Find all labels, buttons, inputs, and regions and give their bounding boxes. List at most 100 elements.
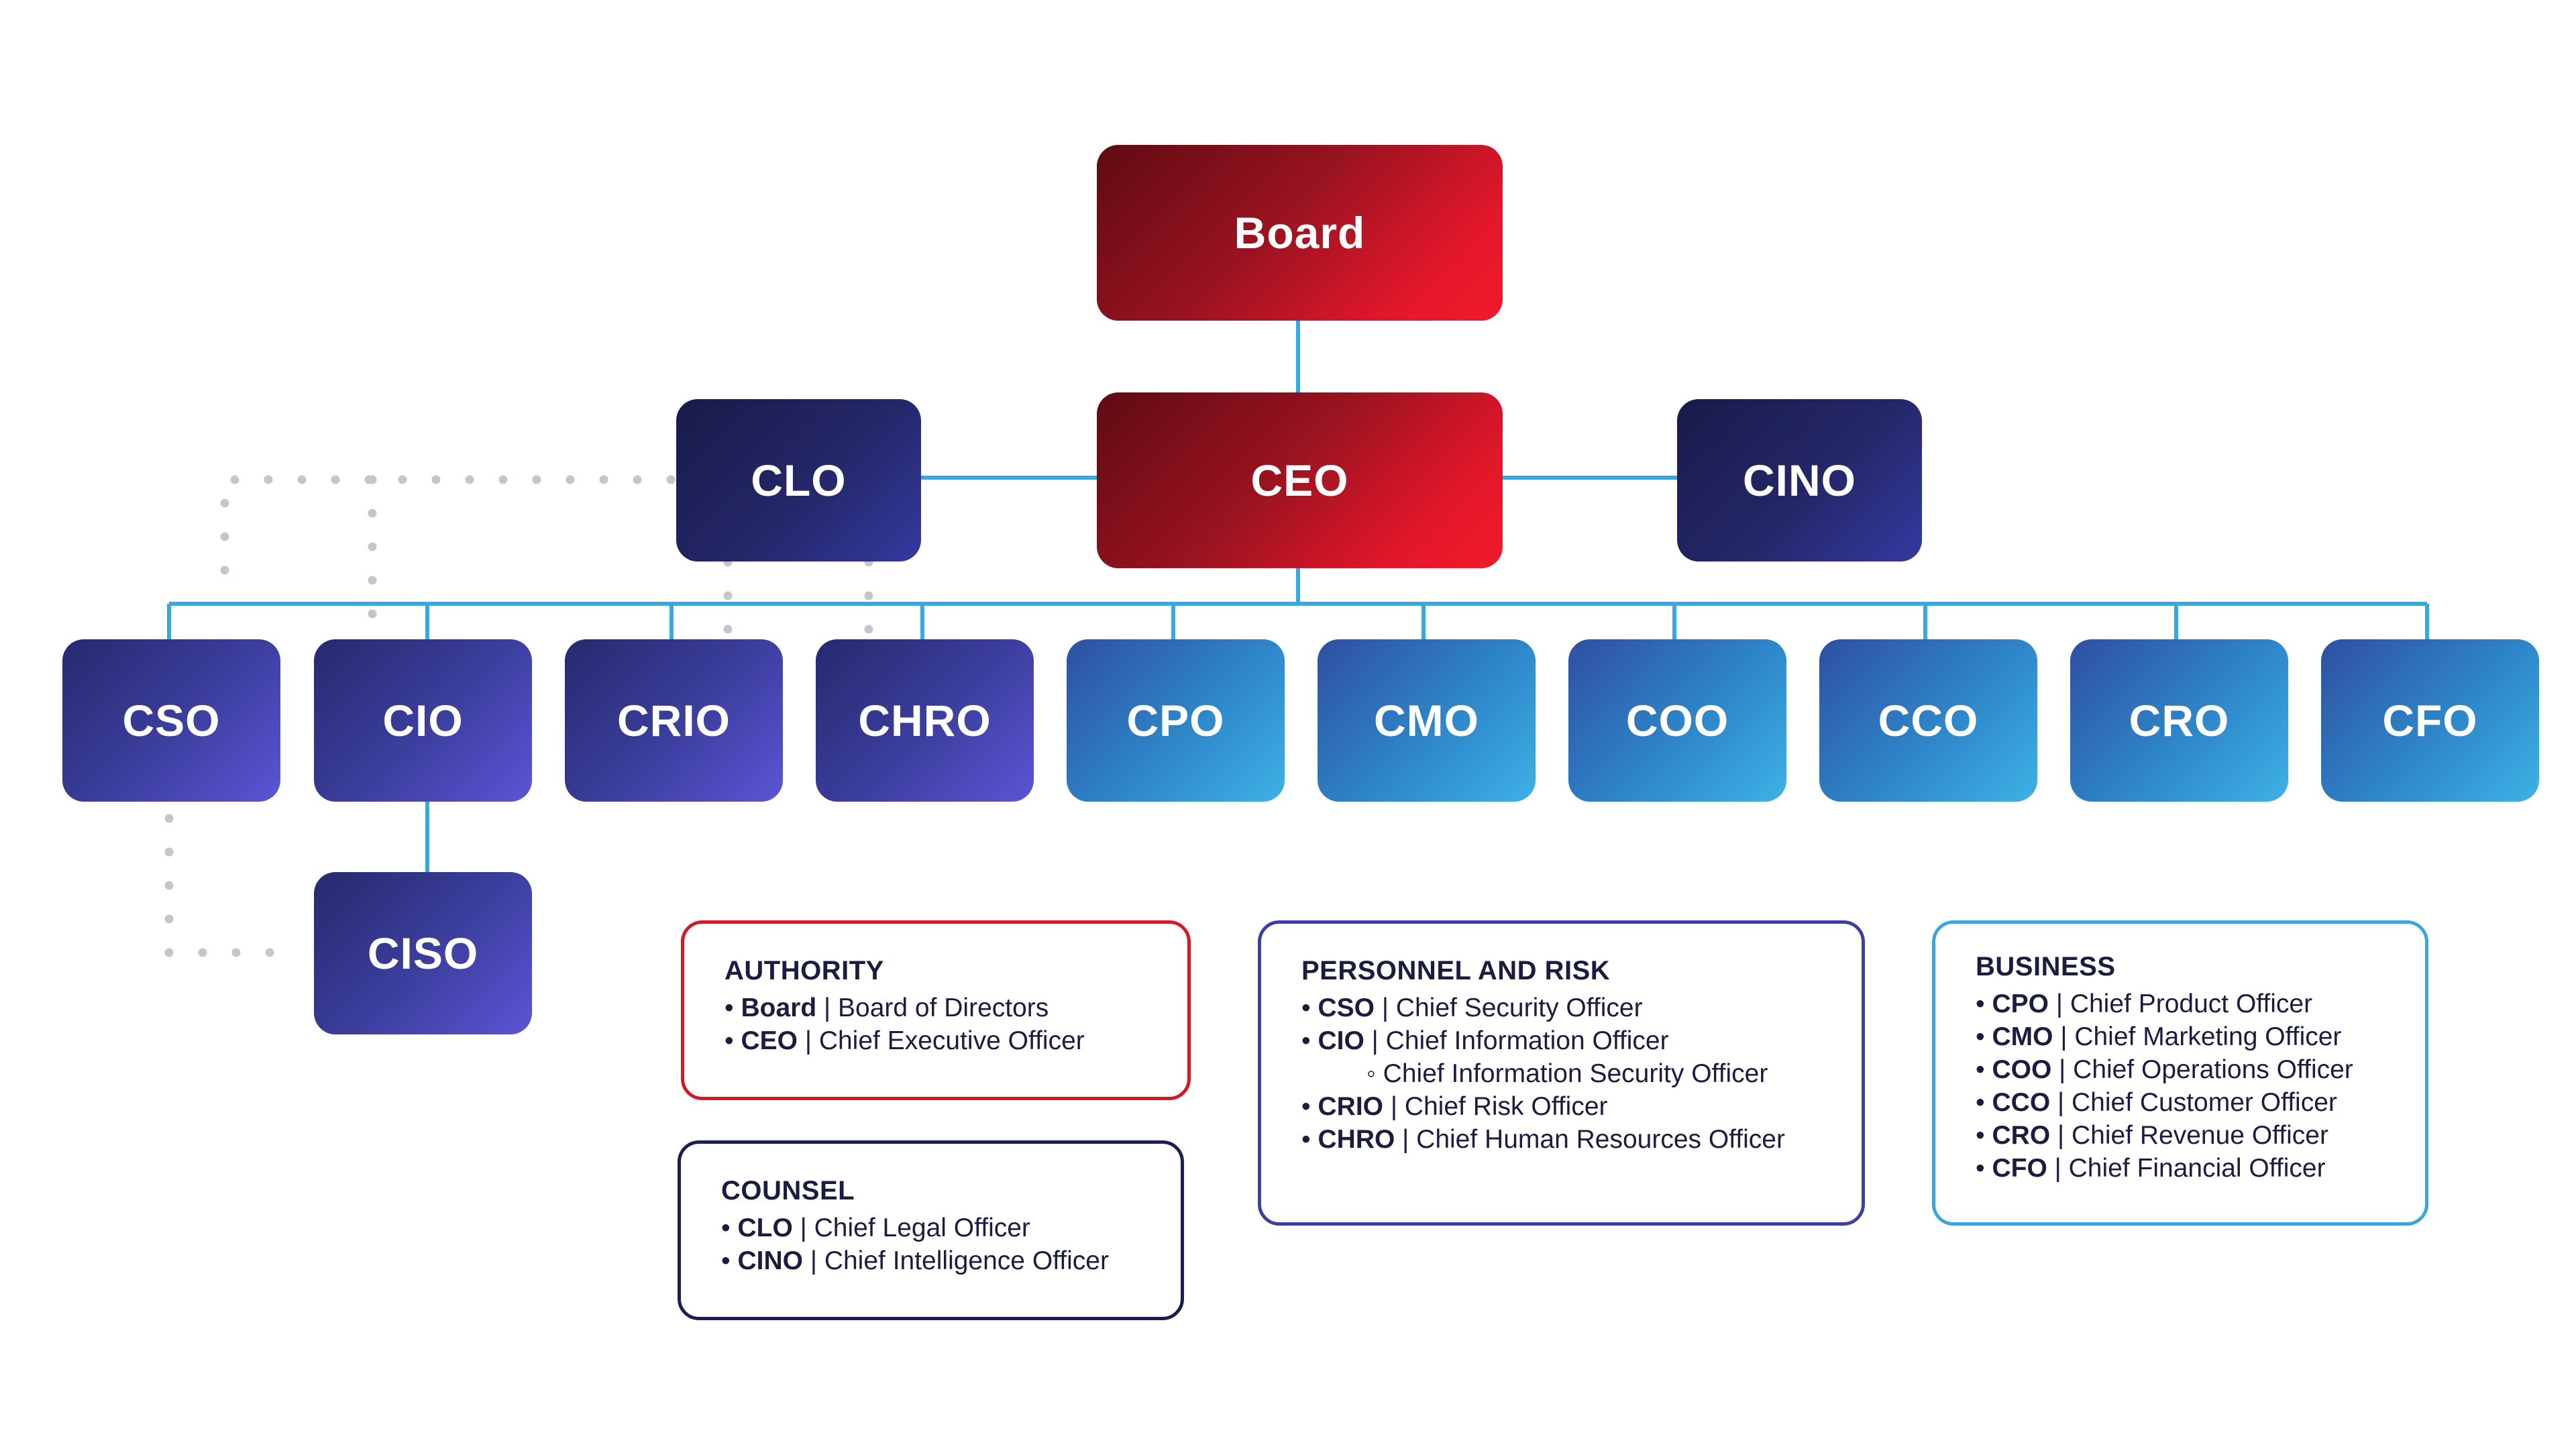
legend-item-name: Chief Human Resources Officer xyxy=(1416,1125,1785,1154)
legend-authority-title: AUTHORITY xyxy=(724,956,884,985)
legend-item-separator: | xyxy=(2047,1154,2069,1183)
bullet-icon: • xyxy=(724,994,741,1022)
legend-item: • CEO | Chief Executive Officer xyxy=(724,1024,1147,1057)
crio-node: CRIO xyxy=(565,639,783,802)
bullet-icon: • xyxy=(1976,989,1992,1018)
legend-item: • CMO | Chief Marketing Officer xyxy=(1976,1020,2385,1053)
legend-item-name: Chief Operations Officer xyxy=(2073,1055,2353,1084)
sub-bullet-icon: ◦ xyxy=(1366,1059,1383,1088)
legend-personnel: PERSONNEL AND RISK • CSO | Chief Securit… xyxy=(1258,920,1865,1226)
legend-item: • CHRO | Chief Human Resources Officer xyxy=(1301,1123,1821,1156)
chro-node: CHRO xyxy=(816,639,1034,802)
legend-item-separator: | xyxy=(1383,1092,1405,1121)
bullet-icon: • xyxy=(1976,1154,1992,1183)
legend-item-abbr: CEO xyxy=(741,1026,798,1055)
legend-item: • COO | Chief Operations Officer xyxy=(1976,1053,2385,1086)
bullet-icon: • xyxy=(1976,1055,1992,1084)
legend-item-name: Chief Information Officer xyxy=(1385,1026,1669,1055)
legend-item-abbr: COO xyxy=(1992,1055,2052,1084)
dotted-cso-ciso xyxy=(164,814,307,957)
legend-business: BUSINESS • CPO | Chief Product Officer• … xyxy=(1932,920,2428,1226)
legend-item-abbr: CRO xyxy=(1992,1121,2051,1150)
cio-node: CIO xyxy=(314,639,532,802)
legend-item: • CSO | Chief Security Officer xyxy=(1301,991,1821,1024)
legend-item-name: Chief Financial Officer xyxy=(2068,1154,2326,1183)
legend-item-name: Chief Customer Officer xyxy=(2071,1088,2337,1117)
legend-counsel-list: • CLO | Chief Legal Officer• CINO | Chie… xyxy=(721,1212,1140,1277)
legend-item-name: Chief Intelligence Officer xyxy=(824,1246,1109,1275)
legend-item-separator: | xyxy=(803,1246,824,1275)
legend-personnel-title: PERSONNEL AND RISK xyxy=(1301,956,1611,985)
legend-item-abbr: CLO xyxy=(737,1214,793,1242)
legend-item-name: Chief Revenue Officer xyxy=(2071,1121,2328,1150)
legend-item-abbr: CINO xyxy=(737,1246,804,1275)
legend-item-separator: | xyxy=(1395,1125,1417,1154)
cco-node: CCO xyxy=(1819,639,2037,802)
cmo-node: CMO xyxy=(1318,639,1536,802)
legend-item-abbr: CPO xyxy=(1992,989,2049,1018)
legend-item-abbr: CIO xyxy=(1318,1026,1364,1055)
legend-item: • CCO | Chief Customer Officer xyxy=(1976,1086,2385,1119)
legend-item-abbr: CHRO xyxy=(1318,1125,1395,1154)
legend-item-separator: | xyxy=(1364,1026,1386,1055)
cro-node: CRO xyxy=(2070,639,2288,802)
cpo-node: CPO xyxy=(1067,639,1285,802)
board-node: Board xyxy=(1097,145,1503,321)
legend-business-title: BUSINESS xyxy=(1976,952,2116,981)
legend-authority-list: • Board | Board of Directors• CEO | Chie… xyxy=(724,991,1147,1057)
legend-item-separator: | xyxy=(798,1026,819,1055)
legend-item: • Board | Board of Directors xyxy=(724,991,1147,1024)
legend-item: • CINO | Chief Intelligence Officer xyxy=(721,1244,1140,1277)
legend-item-abbr: CSO xyxy=(1318,994,1375,1022)
clo-node: CLO xyxy=(676,399,921,561)
legend-item-separator: | xyxy=(792,1214,814,1242)
bullet-icon: • xyxy=(1301,1092,1318,1121)
legend-counsel: COUNSEL • CLO | Chief Legal Officer• CIN… xyxy=(678,1140,1184,1320)
legend-item-name: Chief Risk Officer xyxy=(1404,1092,1608,1121)
legend-item-abbr: CMO xyxy=(1992,1022,2053,1051)
legend-item-separator: | xyxy=(2051,1055,2074,1084)
bullet-icon: • xyxy=(1976,1088,1992,1117)
legend-item-abbr: Board xyxy=(741,994,817,1022)
legend-item-separator: | xyxy=(2053,1022,2075,1051)
legend-item-separator: | xyxy=(2050,1121,2072,1150)
legend-item-separator: | xyxy=(2049,989,2070,1018)
legend-item-separator: | xyxy=(1375,994,1396,1022)
cino-node: CINO xyxy=(1677,399,1922,561)
legend-business-list: • CPO | Chief Product Officer• CMO | Chi… xyxy=(1976,987,2385,1185)
legend-item: • CPO | Chief Product Officer xyxy=(1976,987,2385,1020)
coo-node: COO xyxy=(1568,639,1786,802)
legend-item-separator: | xyxy=(816,994,838,1022)
legend-item-abbr: CFO xyxy=(1992,1154,2047,1183)
bullet-icon: • xyxy=(1301,994,1318,1022)
legend-personnel-list: • CSO | Chief Security Officer• CIO | Ch… xyxy=(1301,991,1821,1156)
legend-item-separator: | xyxy=(2050,1088,2072,1117)
legend-item: • CRO | Chief Revenue Officer xyxy=(1976,1119,2385,1152)
legend-item: • CIO | Chief Information Officer xyxy=(1301,1024,1821,1057)
cfo-node: CFO xyxy=(2321,639,2539,802)
legend-item-name: Chief Product Officer xyxy=(2070,989,2313,1018)
legend-item-name: Chief Executive Officer xyxy=(818,1026,1085,1055)
cso-node: CSO xyxy=(62,639,280,802)
legend-item-name: Board of Directors xyxy=(838,994,1049,1022)
bullet-icon: • xyxy=(724,1026,741,1055)
legend-counsel-title: COUNSEL xyxy=(721,1176,855,1205)
bullet-icon: • xyxy=(1301,1026,1318,1055)
dotted-clo-cso xyxy=(220,475,676,608)
bullet-icon: • xyxy=(721,1246,738,1275)
bullet-icon: • xyxy=(1976,1022,1992,1051)
legend-authority: AUTHORITY • Board | Board of Directors• … xyxy=(681,920,1191,1100)
legend-item-name: Chief Legal Officer xyxy=(814,1214,1030,1242)
legend-item-abbr: CRIO xyxy=(1318,1092,1384,1121)
legend-item: • CLO | Chief Legal Officer xyxy=(721,1212,1140,1244)
legend-item: ◦ Chief Information Security Officer xyxy=(1301,1057,1821,1090)
legend-item-abbr: CCO xyxy=(1992,1088,2051,1117)
legend-item-name: Chief Information Security Officer xyxy=(1383,1059,1768,1088)
bullet-icon: • xyxy=(721,1214,738,1242)
ciso-node: CISO xyxy=(314,872,532,1034)
bullet-icon: • xyxy=(1976,1121,1992,1150)
bullet-icon: • xyxy=(1301,1125,1318,1154)
legend-item-name: Chief Marketing Officer xyxy=(2074,1022,2342,1051)
legend-item-name: Chief Security Officer xyxy=(1395,994,1643,1022)
